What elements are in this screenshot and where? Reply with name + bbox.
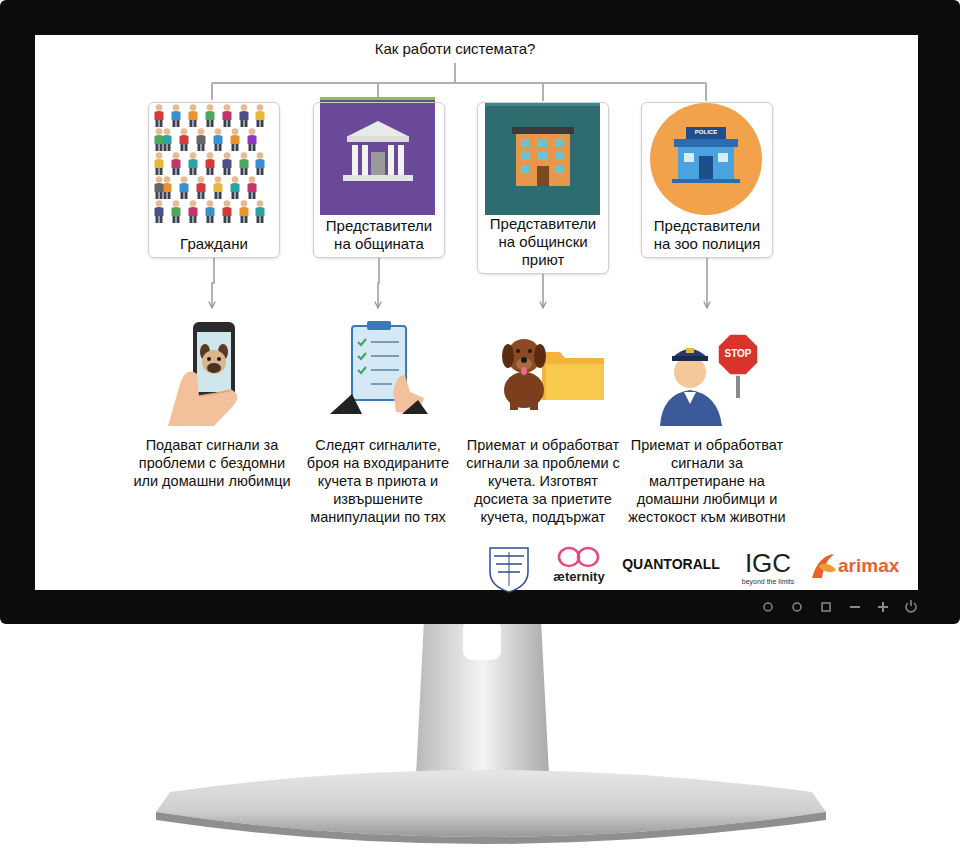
actor-box: Представители на зоо полиция [641, 102, 773, 258]
role-description: Приемат и обработват сигнали за малтрети… [627, 308, 787, 528]
actor-label: Граждани [151, 235, 277, 253]
description-text: Подават сигнали за проблеми с бездомни и… [133, 436, 291, 490]
actor-box: Граждани [148, 102, 280, 258]
role-description: Приемат и обработват сигнали за проблеми… [463, 308, 623, 528]
role-description: Подават сигнали за проблеми с бездомни и… [133, 308, 291, 492]
dog-folder-icon [502, 339, 604, 410]
stop-sign-text: STOP [718, 348, 758, 360]
flow-arrow [378, 258, 379, 308]
flow-arrow [706, 258, 708, 308]
description-text: Приемат и обработват сигнали за проблеми… [463, 436, 623, 526]
monitor-stand [156, 620, 826, 844]
actor-label: Представители на зоо полиция [644, 217, 770, 253]
sign-text: POLICE [688, 129, 724, 136]
logo-text: QUANTORALL [612, 556, 730, 572]
bracket-line [212, 63, 706, 101]
flow-arrow [542, 274, 544, 308]
description-text: Приемат и обработват сигнали за малтрети… [627, 436, 787, 526]
diagram-title: Как работи системата? [305, 40, 605, 58]
municipality-icon [320, 97, 435, 215]
phone-hand-icon [168, 322, 237, 426]
flow-arrow [212, 258, 214, 308]
aeternity-logo [559, 548, 598, 566]
logo-text: IGC [736, 548, 800, 578]
crowd-icon [155, 104, 265, 223]
logo-text: arimax [838, 555, 914, 577]
description-text: Следят сигналите, броя на входираните ку… [298, 436, 458, 526]
crest-logo [490, 548, 528, 592]
police-station-icon [650, 103, 762, 215]
clipboard-icon [330, 321, 428, 414]
logo-text: æternity [546, 569, 612, 584]
shelter-icon [485, 102, 600, 215]
monitor-bezel [0, 0, 960, 624]
arimax-logo [812, 554, 836, 578]
actor-box: Представители на общински приют [477, 102, 609, 274]
policeman-icon [660, 334, 758, 426]
actor-box: Представители на общината [313, 102, 445, 258]
logo-tagline: beyond the limits [730, 578, 806, 586]
actor-label: Представители на общината [316, 217, 442, 253]
actor-label: Представители на общински приют [480, 215, 606, 269]
role-description: Следят сигналите, броя на входираните ку… [298, 308, 458, 528]
